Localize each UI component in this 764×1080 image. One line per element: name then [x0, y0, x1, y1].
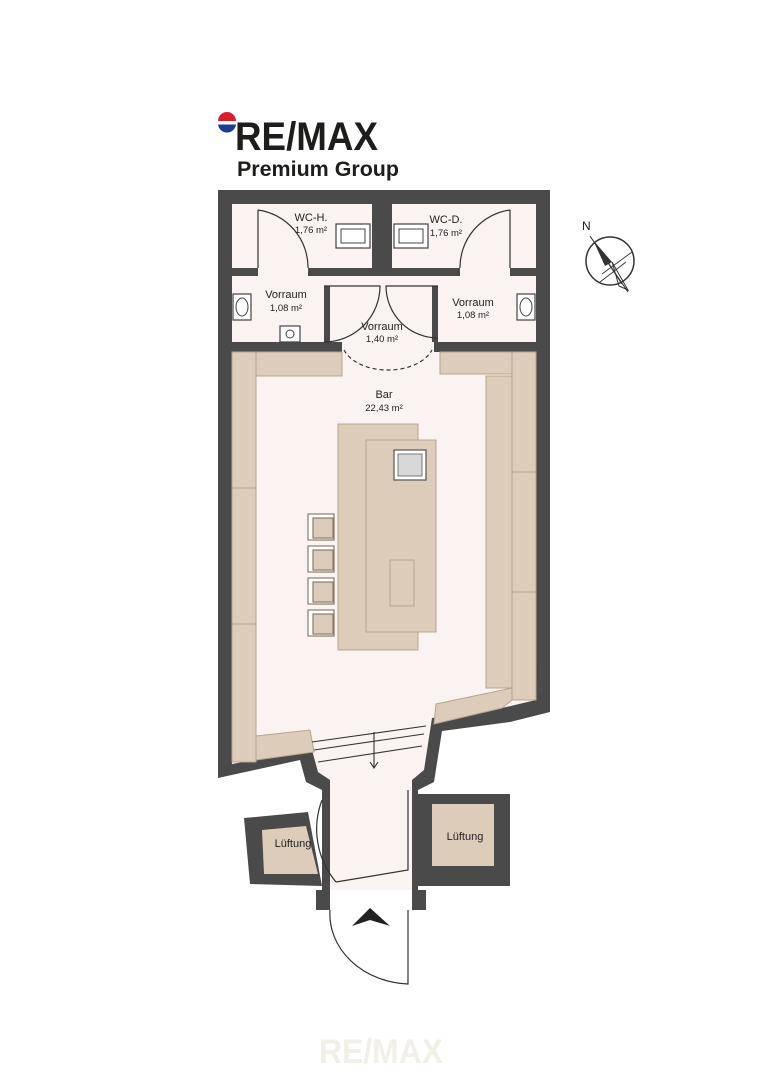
credit-text: McGrundriss	[539, 663, 545, 692]
bar-stool	[307, 545, 335, 573]
bar-stool	[307, 513, 335, 541]
wall-wc-bottom	[232, 268, 536, 276]
compass-north-label: N	[582, 219, 591, 233]
toilet-icon	[335, 223, 371, 249]
room-name-lueftung-left: Lüftung	[275, 838, 312, 850]
bar-stool	[307, 577, 335, 605]
entrance-arrow-icon	[352, 908, 390, 926]
room-area-wc-h: 1,76 m²	[295, 225, 327, 236]
room-area-vorraum-mid: 1,40 m²	[366, 334, 398, 345]
room-name-wc-h: WC-H.	[295, 212, 328, 224]
compass-icon	[585, 235, 635, 293]
room-name-vorraum-left: Vorraum	[265, 289, 307, 301]
room-area-vorraum-right: 1,08 m²	[457, 310, 489, 321]
door-swings	[257, 209, 511, 371]
toilet-icon	[393, 223, 429, 249]
room-name-bar: Bar	[375, 389, 392, 401]
room-area-vorraum-left: 1,08 m²	[270, 303, 302, 314]
lueftung-right	[418, 794, 510, 886]
room-area-bar: 22,43 m²	[365, 403, 403, 414]
bench-right	[433, 351, 537, 725]
entrance-stairs	[311, 725, 427, 769]
room-area-wc-d: 1,76 m²	[430, 228, 462, 239]
room-name-vorraum-mid: Vorraum	[361, 321, 403, 333]
logo-text: RE/MAX	[235, 115, 378, 159]
lueftung-left	[244, 812, 322, 886]
room-name-vorraum-right: Vorraum	[452, 297, 494, 309]
room-name-wc-d: WC-D.	[430, 214, 463, 226]
vorraum-mid-floor	[324, 276, 438, 342]
balloon-icon	[218, 112, 236, 133]
bar-stool	[307, 609, 335, 637]
wall-wc-divider	[372, 204, 392, 268]
entrance-door	[316, 790, 409, 883]
outer-door	[329, 909, 409, 985]
ice-machine-icon	[393, 449, 427, 481]
bench-left	[231, 351, 343, 763]
sink-icon	[232, 293, 252, 321]
logo-subtitle: Premium Group	[237, 158, 399, 181]
remax-logo: RE/MAX Premium Group	[218, 112, 399, 181]
room-name-lueftung-right: Lüftung	[447, 831, 484, 843]
watermark-logo: RE/MAX	[319, 1033, 443, 1071]
floor-drain-icon	[279, 325, 301, 343]
sink-icon	[516, 293, 536, 321]
